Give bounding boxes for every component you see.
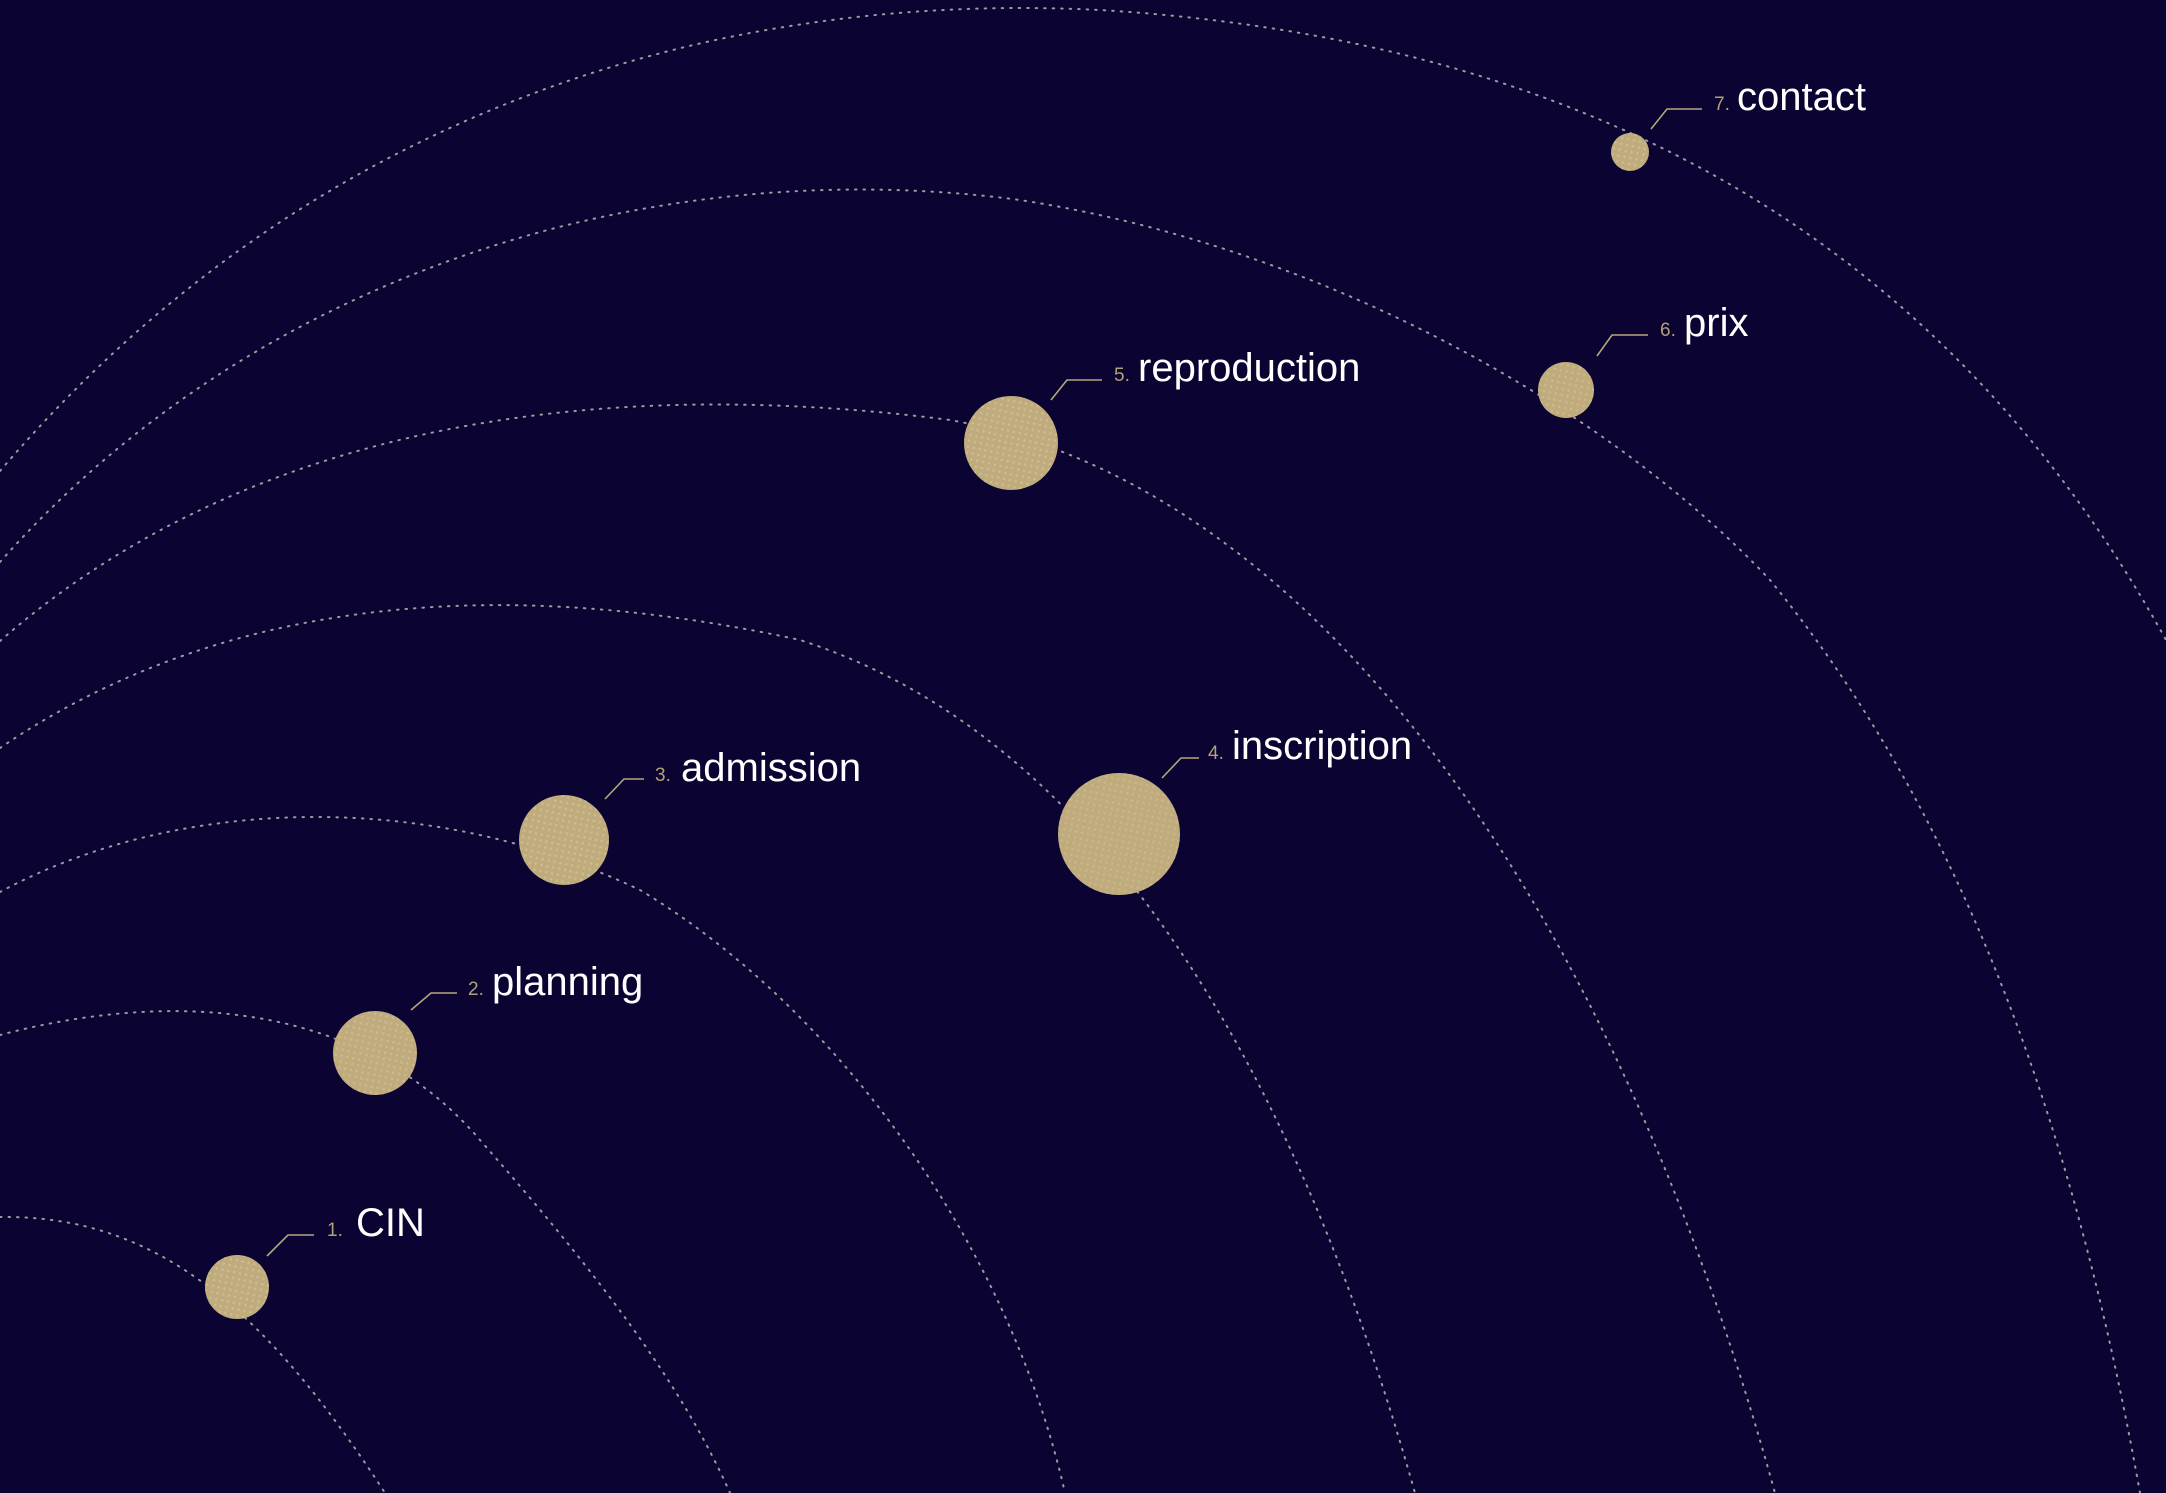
nav-item-contact[interactable]: 7. contact (1611, 75, 1866, 171)
orbit-ring-1 (0, 1215, 386, 1493)
planet-reproduction (964, 396, 1058, 490)
leader-line-planning (410, 992, 457, 1011)
planet-prix (1538, 362, 1594, 418)
nav-item-cin[interactable]: 1. CIN (205, 1201, 425, 1319)
orbit-ring-3 (0, 815, 1066, 1493)
nav-item-admission[interactable]: 3. admission (519, 746, 861, 885)
nav-number-reproduction: 5. (1114, 365, 1130, 386)
orbit-ring-4 (0, 604, 1416, 1493)
nav-label-inscription: inscription (1232, 724, 1412, 768)
nav-number-inscription: 4. (1208, 743, 1224, 764)
leader-line-cin (266, 1234, 314, 1257)
nav-item-planning[interactable]: 2. planning (333, 960, 643, 1095)
nav-label-reproduction: reproduction (1138, 346, 1360, 390)
planet-planning (333, 1011, 417, 1095)
planet-admission (519, 795, 609, 885)
nav-number-cin: 1. (327, 1220, 343, 1241)
leader-line-admission (604, 778, 644, 800)
nav-label-contact: contact (1737, 75, 1866, 119)
leader-line-reproduction (1050, 379, 1102, 401)
nav-item-inscription[interactable]: 4. inscription (1058, 724, 1412, 895)
nav-number-planning: 2. (468, 979, 484, 1000)
nav-number-prix: 6. (1660, 320, 1676, 341)
nav-label-admission: admission (681, 746, 861, 790)
leader-line-contact (1650, 108, 1702, 130)
nav-label-planning: planning (492, 960, 643, 1004)
nav-number-contact: 7. (1714, 94, 1730, 115)
leader-line-inscription (1161, 757, 1199, 779)
planet-inscription (1058, 773, 1180, 895)
planet-cin (205, 1255, 269, 1319)
nav-number-admission: 3. (655, 765, 671, 786)
nav-item-reproduction[interactable]: 5. reproduction (964, 346, 1360, 490)
nav-item-prix[interactable]: 6. prix (1538, 301, 1748, 418)
orbit-ring-6 (0, 188, 2141, 1493)
nav-label-prix: prix (1684, 301, 1748, 345)
planet-contact (1611, 133, 1649, 171)
nav-label-cin: CIN (356, 1201, 425, 1245)
leader-line-prix (1596, 334, 1648, 357)
